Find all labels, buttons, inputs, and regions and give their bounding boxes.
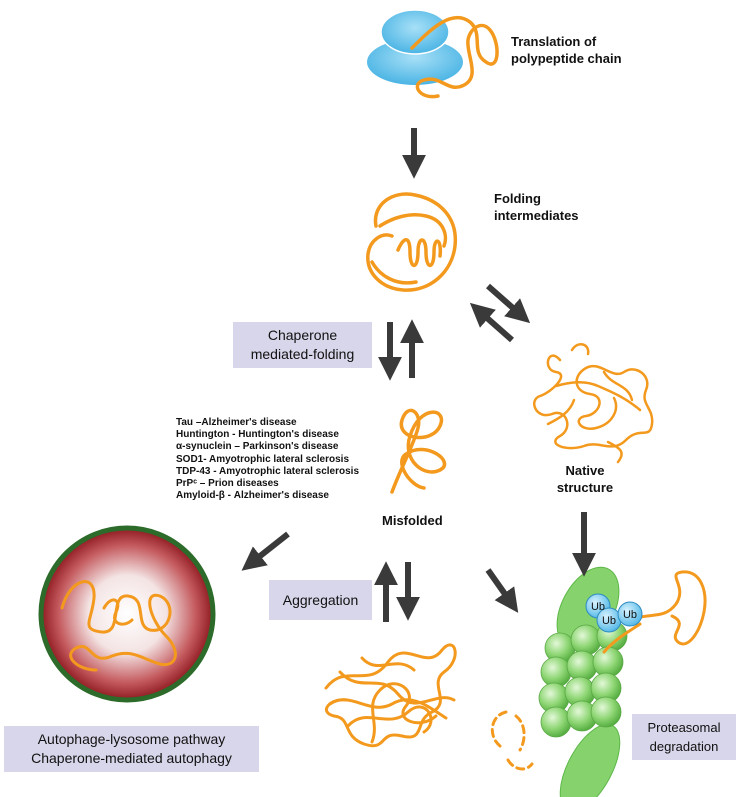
misfolded-protein xyxy=(390,408,447,494)
pathway-arrows xyxy=(241,128,596,622)
arrow-native-to-folding xyxy=(469,302,514,343)
native-structure-protein xyxy=(533,342,654,464)
proteasome-substrate-chain xyxy=(602,570,707,654)
degraded-peptide-fragments xyxy=(490,710,534,771)
ubiquitin-tags: Ub Ub Ub xyxy=(585,593,643,633)
nascent-polypeptide-chain xyxy=(410,15,499,99)
disease-list: Tau –Alzheimer's disease Huntington - Hu… xyxy=(176,417,359,502)
autophagy-label: Autophage-lysosome pathway Chaperone-med… xyxy=(4,726,259,772)
proteasome xyxy=(538,566,628,797)
disease-item: α-synuclein – Parkinson's disease xyxy=(176,441,339,453)
arrow-misfolded-to-lysosome xyxy=(241,531,290,571)
disease-item: Huntington - Huntington's disease xyxy=(176,429,339,441)
aggregation-label: Aggregation xyxy=(269,580,372,620)
protein-aggregate xyxy=(324,643,457,748)
ribosome-icon xyxy=(367,9,463,85)
chaperone-folding-label: Chaperone mediated-folding xyxy=(233,322,372,368)
ubiquitin-label: Ub xyxy=(591,601,605,613)
ubiquitin-label: Ub xyxy=(602,615,616,627)
arrow-misfolded-to-proteasome xyxy=(485,568,519,613)
disease-item: PrPᶜ – Prion diseases xyxy=(176,478,279,490)
disease-item: SOD1- Amyotrophic lateral sclerosis xyxy=(176,453,350,465)
disease-item: Tau –Alzheimer's disease xyxy=(176,417,297,428)
disease-item: TDP-43 - Amyotrophic lateral sclerosis xyxy=(176,465,360,477)
ubiquitin-icon xyxy=(617,601,643,627)
lysosome xyxy=(38,525,216,703)
folding-intermediate-protein xyxy=(366,192,457,292)
ubiquitin-label: Ub xyxy=(623,609,637,621)
translation-label: Translation of polypeptide chain xyxy=(511,34,622,66)
folding-intermediates-label: Folding intermediates xyxy=(494,191,579,223)
native-structure-label: Native structure xyxy=(556,463,614,495)
arrow-folding-to-native xyxy=(486,283,531,324)
disease-item: Amyloid-β - Alzheimer's disease xyxy=(176,490,329,502)
misfolded-label: Misfolded xyxy=(382,513,443,528)
lysosome-cargo-protein xyxy=(60,580,177,672)
proteasomal-degradation-label: Proteasomal degradation xyxy=(632,714,736,760)
